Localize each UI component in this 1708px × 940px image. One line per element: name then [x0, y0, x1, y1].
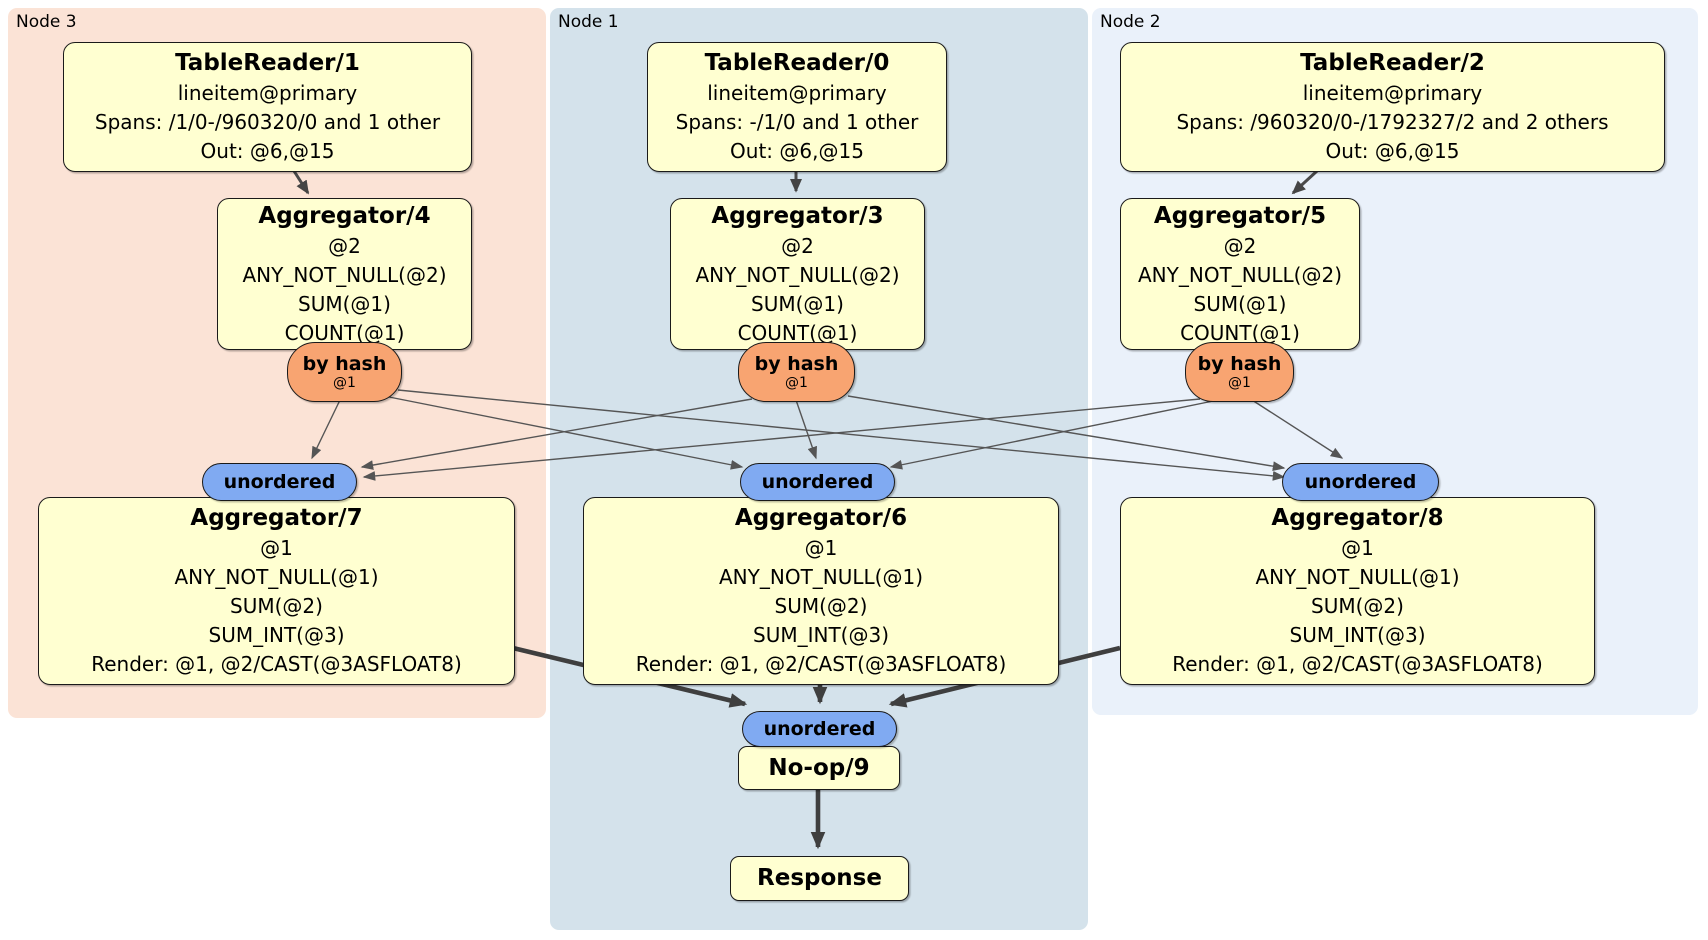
processor-detail: Spans: -/1/0 and 1 other: [675, 110, 919, 134]
processor-detail: lineitem@primary: [1302, 81, 1483, 105]
processor-detail: ANY_NOT_NULL(@2): [242, 262, 447, 287]
unordered-sync-left: unordered: [202, 463, 357, 501]
hash-router-key: @1: [333, 374, 356, 391]
processor-detail: @1: [1341, 536, 1374, 560]
processor-detail: Render: @1, @2/CAST(@3ASFLOAT8): [91, 652, 462, 676]
processor-title: Aggregator/3: [711, 202, 884, 229]
processor-title: TableReader/1: [175, 50, 360, 76]
processor-detail: ANY_NOT_NULL(@1): [719, 565, 923, 589]
node2-label: Node 2: [1100, 12, 1161, 32]
processor-tablereader-1: TableReader/1 lineitem@primary Spans: /1…: [63, 42, 472, 172]
node1-label: Node 1: [558, 12, 619, 32]
processor-title: Aggregator/4: [258, 202, 431, 229]
processor-detail: Spans: /960320/0-/1792327/2 and 2 others: [1176, 110, 1609, 134]
processor-detail: Out: @6,@15: [730, 139, 864, 163]
hash-router-key: @1: [1228, 374, 1251, 391]
processor-aggregator-7: Aggregator/7 @1 ANY_NOT_NULL(@1) SUM(@2)…: [38, 497, 515, 685]
processor-detail: ANY_NOT_NULL(@1): [174, 565, 379, 589]
processor-title: Aggregator/8: [1271, 505, 1444, 531]
hash-router-node2: by hash @1: [1185, 342, 1294, 402]
processor-aggregator-6: Aggregator/6 @1 ANY_NOT_NULL(@1) SUM(@2)…: [583, 497, 1059, 685]
processor-detail: SUM(@1): [298, 291, 391, 316]
processor-title: TableReader/0: [704, 50, 890, 76]
processor-aggregator-3: Aggregator/3 @2 ANY_NOT_NULL(@2) SUM(@1)…: [670, 198, 925, 350]
processor-aggregator-5: Aggregator/5 @2 ANY_NOT_NULL(@2) SUM(@1)…: [1120, 198, 1360, 350]
processor-detail: SUM(@2): [1311, 594, 1404, 618]
processor-detail: SUM_INT(@3): [753, 623, 889, 647]
sync-label: unordered: [761, 471, 874, 493]
processor-detail: ANY_NOT_NULL(@1): [1255, 565, 1460, 589]
processor-detail: Spans: /1/0-/960320/0 and 1 other: [94, 110, 441, 134]
hash-router-node1: by hash @1: [738, 342, 855, 402]
processor-tablereader-0: TableReader/0 lineitem@primary Spans: -/…: [647, 42, 947, 172]
processor-detail: SUM(@1): [751, 291, 844, 316]
hash-router-label: by hash: [302, 352, 387, 375]
processor-tablereader-2: TableReader/2 lineitem@primary Spans: /9…: [1120, 42, 1665, 172]
processor-title: TableReader/2: [1300, 50, 1485, 76]
unordered-sync-right: unordered: [1282, 463, 1439, 501]
hash-router-key: @1: [785, 374, 808, 391]
unordered-sync-bottom: unordered: [742, 711, 897, 747]
unordered-sync-center: unordered: [740, 463, 895, 501]
processor-title: Response: [757, 865, 882, 891]
processor-detail: ANY_NOT_NULL(@2): [695, 262, 900, 287]
processor-detail: @1: [260, 536, 293, 560]
processor-aggregator-4: Aggregator/4 @2 ANY_NOT_NULL(@2) SUM(@1)…: [217, 198, 472, 350]
processor-detail: @1: [804, 536, 838, 560]
processor-response: Response: [730, 856, 909, 901]
processor-detail: lineitem@primary: [707, 81, 887, 105]
processor-title: Aggregator/6: [734, 505, 908, 531]
hash-router-label: by hash: [1197, 352, 1282, 375]
processor-detail: COUNT(@1): [737, 320, 858, 345]
processor-detail: COUNT(@1): [1180, 320, 1300, 345]
processor-detail: Render: @1, @2/CAST(@3ASFLOAT8): [635, 652, 1007, 676]
processor-detail: COUNT(@1): [284, 320, 405, 345]
processor-detail: SUM(@2): [774, 594, 868, 618]
processor-detail: @2: [328, 233, 361, 258]
hash-router-label: by hash: [754, 352, 839, 375]
sync-label: unordered: [1304, 471, 1417, 493]
processor-detail: SUM(@2): [230, 594, 323, 618]
processor-detail: Render: @1, @2/CAST(@3ASFLOAT8): [1172, 652, 1543, 676]
processor-detail: @2: [1223, 233, 1257, 258]
processor-detail: SUM(@1): [1193, 291, 1287, 316]
processor-detail: lineitem@primary: [177, 81, 358, 105]
sync-label: unordered: [763, 718, 876, 740]
processor-title: Aggregator/5: [1153, 202, 1327, 229]
processor-detail: SUM_INT(@3): [1289, 623, 1426, 647]
processor-detail: SUM_INT(@3): [208, 623, 345, 647]
sync-label: unordered: [223, 471, 336, 493]
hash-router-node3: by hash @1: [287, 342, 402, 402]
processor-noop-9: No-op/9: [738, 746, 900, 790]
processor-detail: Out: @6,@15: [1325, 139, 1460, 163]
processor-detail: Out: @6,@15: [200, 139, 335, 163]
node3-label: Node 3: [16, 12, 77, 32]
processor-title: Aggregator/7: [190, 505, 363, 531]
processor-detail: ANY_NOT_NULL(@2): [1138, 262, 1342, 287]
processor-aggregator-8: Aggregator/8 @1 ANY_NOT_NULL(@1) SUM(@2)…: [1120, 497, 1595, 685]
processor-detail: @2: [781, 233, 814, 258]
processor-title: No-op/9: [768, 754, 870, 781]
